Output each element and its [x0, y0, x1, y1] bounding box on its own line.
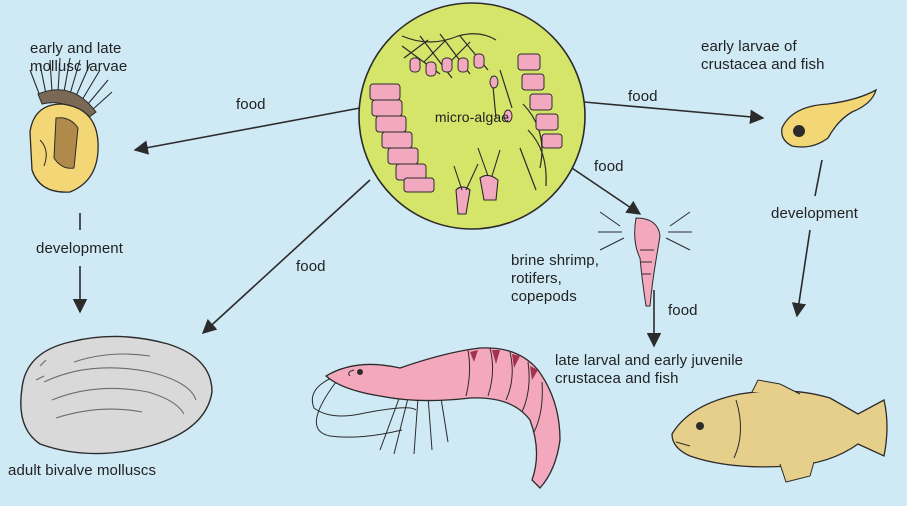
- brine-shrimp-illustration: [598, 212, 692, 306]
- food-label-brine-shrimp: food: [594, 158, 624, 176]
- juvenile-label: late larval and early juvenile crustacea…: [555, 352, 743, 388]
- food-label-mollusc-larvae: food: [236, 96, 266, 114]
- development-label-crustacea: development: [771, 205, 858, 223]
- mollusc-larva-illustration: [30, 58, 112, 192]
- development-label-mollusc: development: [36, 240, 123, 258]
- arrow-algae-to-crustacea-larvae: [584, 102, 763, 118]
- fish-illustration: [672, 380, 887, 482]
- food-label-juvenile: food: [668, 302, 698, 320]
- oyster-illustration: [21, 336, 212, 453]
- brine-shrimp-label: brine shrimp, rotifers, copepods: [511, 252, 599, 306]
- arrow-development-crustacea-top: [815, 160, 822, 196]
- mollusc-larvae-label: early and late mollusc larvae: [30, 40, 127, 76]
- adult-bivalve-label: adult bivalve molluscs: [8, 462, 156, 480]
- prawn-illustration: [312, 348, 560, 488]
- fish-larva-illustration: [782, 90, 876, 147]
- crustacea-fish-larvae-label: early larvae of crustacea and fish: [701, 38, 825, 74]
- arrow-algae-to-adult-bivalve: [203, 180, 370, 333]
- arrow-algae-to-mollusc-larvae: [135, 108, 360, 150]
- food-label-adult-bivalve: food: [296, 258, 326, 276]
- food-label-crustacea-larvae: food: [628, 88, 658, 106]
- arrow-development-crustacea: [797, 230, 810, 316]
- micro-algae-label: micro-algae: [426, 108, 518, 126]
